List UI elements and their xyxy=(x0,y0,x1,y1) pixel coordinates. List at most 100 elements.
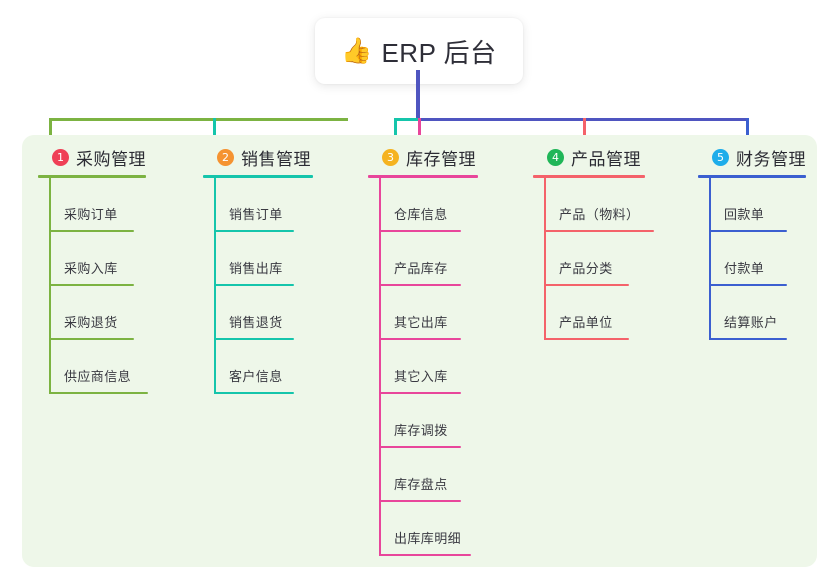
column-item-rule xyxy=(379,554,471,556)
column-item-rule xyxy=(379,500,461,502)
column-item-rule xyxy=(214,230,294,232)
column-item-list: 产品（物料） 产品分类产品单位 xyxy=(533,178,683,340)
diagram-column-2: 2 销售管理销售订单销售出库销售退货客户信息 xyxy=(203,145,353,394)
column-item[interactable]: 出库库明细 xyxy=(368,502,518,556)
column-item[interactable]: 供应商信息 xyxy=(38,340,188,394)
column-item[interactable]: 回款单 xyxy=(698,178,820,232)
column-item-label: 采购入库 xyxy=(64,261,118,276)
column-item[interactable]: 销售退货 xyxy=(203,286,353,340)
column-header-rule xyxy=(533,175,645,178)
column-item-label: 其它入库 xyxy=(394,369,448,384)
column-item[interactable]: 采购入库 xyxy=(38,232,188,286)
column-item[interactable]: 付款单 xyxy=(698,232,820,286)
drop-line-2-riser xyxy=(394,118,397,142)
column-item-label: 采购订单 xyxy=(64,207,118,222)
column-item-label: 销售出库 xyxy=(229,261,283,276)
column-item-label: 仓库信息 xyxy=(394,207,448,222)
column-header-1[interactable]: 1 采购管理 xyxy=(38,145,188,169)
column-item-label: 回款单 xyxy=(724,207,765,222)
diagram-column-3: 3 库存管理仓库信息产品库存其它出库其它入库库存调拨库存盘点出库库明细 xyxy=(368,145,518,556)
column-spine-line xyxy=(49,178,51,394)
column-item[interactable]: 客户信息 xyxy=(203,340,353,394)
column-item-rule xyxy=(544,284,629,286)
column-item-label: 客户信息 xyxy=(229,369,283,384)
column-item[interactable]: 产品（物料） xyxy=(533,178,683,232)
drop-line-2 xyxy=(213,118,216,142)
column-title: 财务管理 xyxy=(736,149,806,169)
column-item-label: 产品库存 xyxy=(394,261,448,276)
column-header-rule xyxy=(698,175,806,178)
column-header-rule xyxy=(38,175,146,178)
column-title: 库存管理 xyxy=(406,149,476,169)
column-title: 销售管理 xyxy=(241,149,311,169)
column-number-badge: 5 xyxy=(712,148,729,166)
column-item-label: 出库库明细 xyxy=(394,531,462,546)
column-item-label: 产品（物料） xyxy=(559,207,640,222)
column-item-rule xyxy=(49,392,148,394)
column-item[interactable]: 库存调拨 xyxy=(368,394,518,448)
column-number-badge: 2 xyxy=(217,148,234,166)
diagram-column-1: 1 采购管理采购订单采购入库采购退货供应商信息 xyxy=(38,145,188,394)
column-item-list: 销售订单销售出库销售退货客户信息 xyxy=(203,178,353,394)
column-header-5[interactable]: 5 财务管理 xyxy=(698,145,820,169)
column-item-rule xyxy=(379,446,461,448)
column-item-label: 销售退货 xyxy=(229,315,283,330)
column-item[interactable]: 其它入库 xyxy=(368,340,518,394)
column-item[interactable]: 采购退货 xyxy=(38,286,188,340)
column-item[interactable]: 销售出库 xyxy=(203,232,353,286)
column-item[interactable]: 其它出库 xyxy=(368,286,518,340)
column-item-label: 采购退货 xyxy=(64,315,118,330)
column-item-rule xyxy=(379,338,461,340)
column-item[interactable]: 产品单位 xyxy=(533,286,683,340)
column-item-label: 结算账户 xyxy=(724,315,778,330)
column-item-label: 其它出库 xyxy=(394,315,448,330)
column-item-rule xyxy=(544,230,654,232)
column-spine-line xyxy=(379,178,381,556)
column-number-badge: 4 xyxy=(547,148,564,166)
column-item[interactable]: 销售订单 xyxy=(203,178,353,232)
drop-line-1 xyxy=(49,118,52,142)
column-item-label: 库存调拨 xyxy=(394,423,448,438)
column-item[interactable]: 库存盘点 xyxy=(368,448,518,502)
column-item[interactable]: 采购订单 xyxy=(38,178,188,232)
column-item[interactable]: 仓库信息 xyxy=(368,178,518,232)
column-item[interactable]: 产品库存 xyxy=(368,232,518,286)
column-number-badge: 3 xyxy=(382,148,399,166)
column-item-rule xyxy=(379,284,461,286)
column-spine-line xyxy=(214,178,216,394)
column-header-2[interactable]: 2 销售管理 xyxy=(203,145,353,169)
trunk-line xyxy=(416,70,420,121)
column-item-rule xyxy=(379,230,461,232)
column-item[interactable]: 结算账户 xyxy=(698,286,820,340)
column-header-3[interactable]: 3 库存管理 xyxy=(368,145,518,169)
bus-segment-1 xyxy=(49,118,348,121)
thumbs-up-icon: 👍 xyxy=(341,36,373,65)
column-header-4[interactable]: 4 产品管理 xyxy=(533,145,683,169)
column-item-list: 采购订单采购入库采购退货供应商信息 xyxy=(38,178,188,394)
column-item-rule xyxy=(709,230,787,232)
column-number-badge: 1 xyxy=(52,148,69,166)
column-item-rule xyxy=(49,338,134,340)
column-header-rule xyxy=(203,175,313,178)
column-item-rule xyxy=(544,338,629,340)
column-item-label: 产品单位 xyxy=(559,315,613,330)
column-item-rule xyxy=(49,230,134,232)
column-item-label: 付款单 xyxy=(724,261,765,276)
diagram-column-5: 5 财务管理回款单付款单结算账户 xyxy=(698,145,820,340)
column-item-rule xyxy=(214,338,294,340)
diagram-panel xyxy=(22,135,817,567)
column-item-list: 仓库信息产品库存其它出库其它入库库存调拨库存盘点出库库明细 xyxy=(368,178,518,556)
page-title: ERP 后台 xyxy=(381,37,497,68)
column-spine-line xyxy=(544,178,546,340)
column-item-rule xyxy=(709,338,787,340)
column-item-rule xyxy=(379,392,461,394)
column-title: 采购管理 xyxy=(76,149,146,169)
diagram-column-4: 4 产品管理产品（物料） 产品分类产品单位 xyxy=(533,145,683,340)
column-item-label: 库存盘点 xyxy=(394,477,448,492)
drop-line-3 xyxy=(418,118,421,142)
column-item-label: 供应商信息 xyxy=(64,369,132,384)
column-title: 产品管理 xyxy=(571,149,641,169)
column-item-label: 销售订单 xyxy=(229,207,283,222)
bus-segment-2 xyxy=(394,118,421,121)
column-item[interactable]: 产品分类 xyxy=(533,232,683,286)
